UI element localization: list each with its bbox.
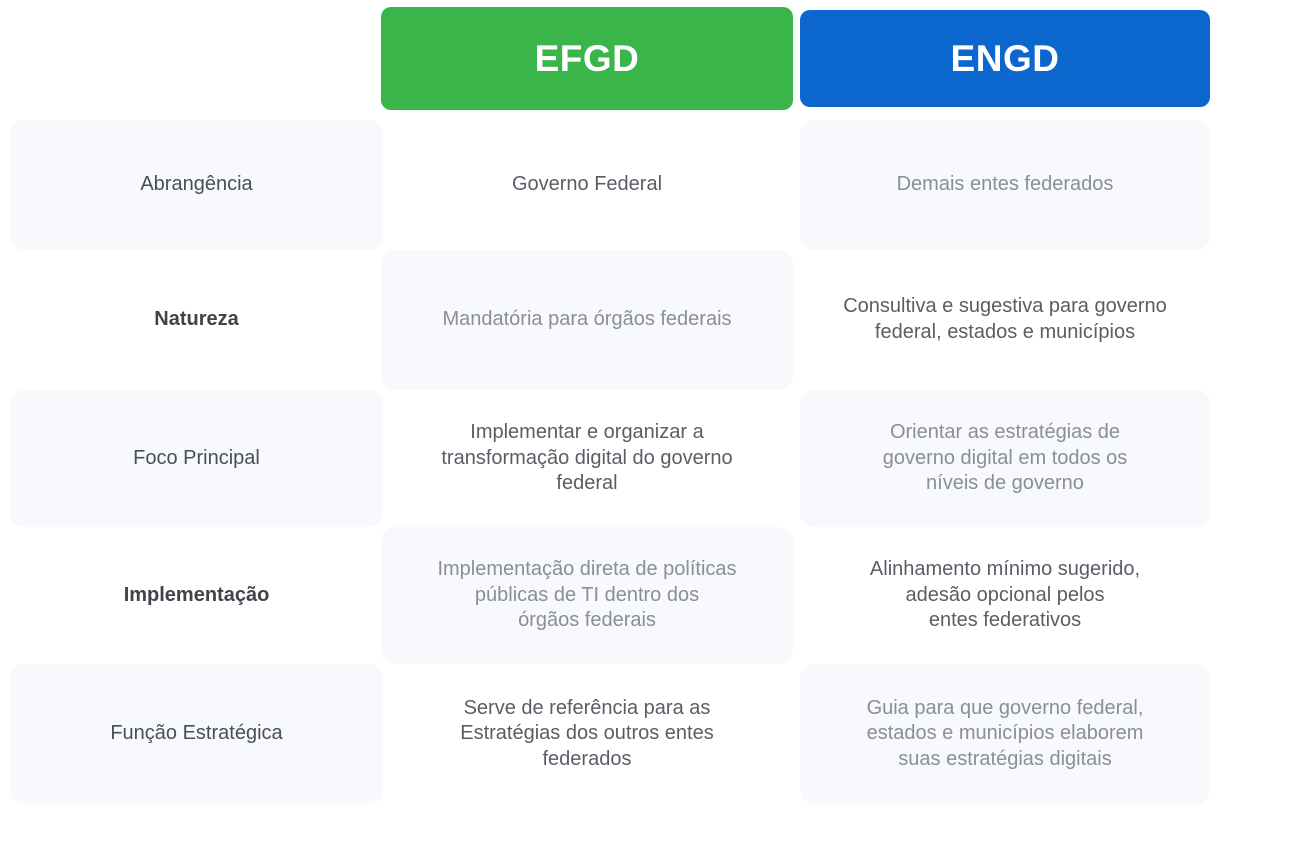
efgd-cell-text: Implementação direta de políticas públic…	[437, 558, 737, 632]
table-row: Função Estratégica Serve de referência pa…	[0, 664, 1304, 804]
efgd-cell: Serve de referência para as Estratégias …	[381, 664, 793, 804]
table-row: Abrangência Governo Federal Demais entes f…	[0, 120, 1304, 250]
efgd-cell: Implementação direta de políticas públic…	[381, 527, 793, 664]
row-label-cell: Natureza	[10, 250, 383, 390]
row-label-cell: Implementação	[10, 527, 383, 664]
table-row: Foco Principal Implementar e organizar a …	[0, 390, 1304, 527]
efgd-cell: Implementar e organizar a transformação …	[381, 390, 793, 527]
table-row: Natureza Mandatória para órgãos federais C…	[0, 250, 1304, 390]
engd-cell: Orientar as estratégias de governo digit…	[800, 390, 1210, 527]
column-header-efgd: EFGD	[381, 7, 793, 110]
column-header-engd: ENGD	[800, 10, 1210, 107]
engd-cell-text: Guia para que governo federal, estados e…	[866, 696, 1144, 770]
row-label-cell-text: Abrangência	[140, 173, 253, 196]
engd-cell-text: Consultiva e sugestiva para governo fede…	[843, 295, 1167, 343]
row-label-cell-text: Natureza	[154, 308, 239, 331]
engd-cell-text: Demais entes federados	[896, 173, 1114, 196]
engd-cell: Guia para que governo federal, estados e…	[800, 664, 1210, 804]
efgd-cell: Mandatória para órgãos federais	[381, 250, 793, 390]
efgd-cell-text: Mandatória para órgãos federais	[442, 308, 732, 331]
engd-cell: Consultiva e sugestiva para governo fede…	[800, 250, 1210, 390]
column-header-efgd-label: EFGD	[534, 37, 640, 79]
table-header-row: EFGD ENGD	[0, 0, 1304, 120]
efgd-cell-text: Governo Federal	[511, 173, 663, 196]
row-label-cell: Abrangência	[10, 120, 383, 250]
row-label-cell-text: Implementação	[123, 583, 270, 606]
efgd-cell-text: Implementar e organizar a transformação …	[441, 421, 733, 495]
engd-cell-text: Alinhamento mínimo sugerido, adesão opci…	[869, 558, 1141, 632]
table-row: Implementação Implementação direta de pol…	[0, 527, 1304, 664]
row-label-cell-text: Foco Principal	[133, 446, 260, 469]
row-label-cell: Função Estratégica	[10, 664, 383, 804]
row-label-cell-text: Função Estratégica	[110, 722, 283, 745]
engd-cell: Demais entes federados	[800, 120, 1210, 250]
efgd-cell-text: Serve de referência para as Estratégias …	[460, 696, 714, 770]
engd-cell: Alinhamento mínimo sugerido, adesão opci…	[800, 527, 1210, 664]
column-header-engd-label: ENGD	[950, 37, 1060, 79]
row-label-cell: Foco Principal	[10, 390, 383, 527]
engd-cell-text: Orientar as estratégias de governo digit…	[882, 421, 1128, 495]
efgd-cell: Governo Federal	[381, 120, 793, 250]
